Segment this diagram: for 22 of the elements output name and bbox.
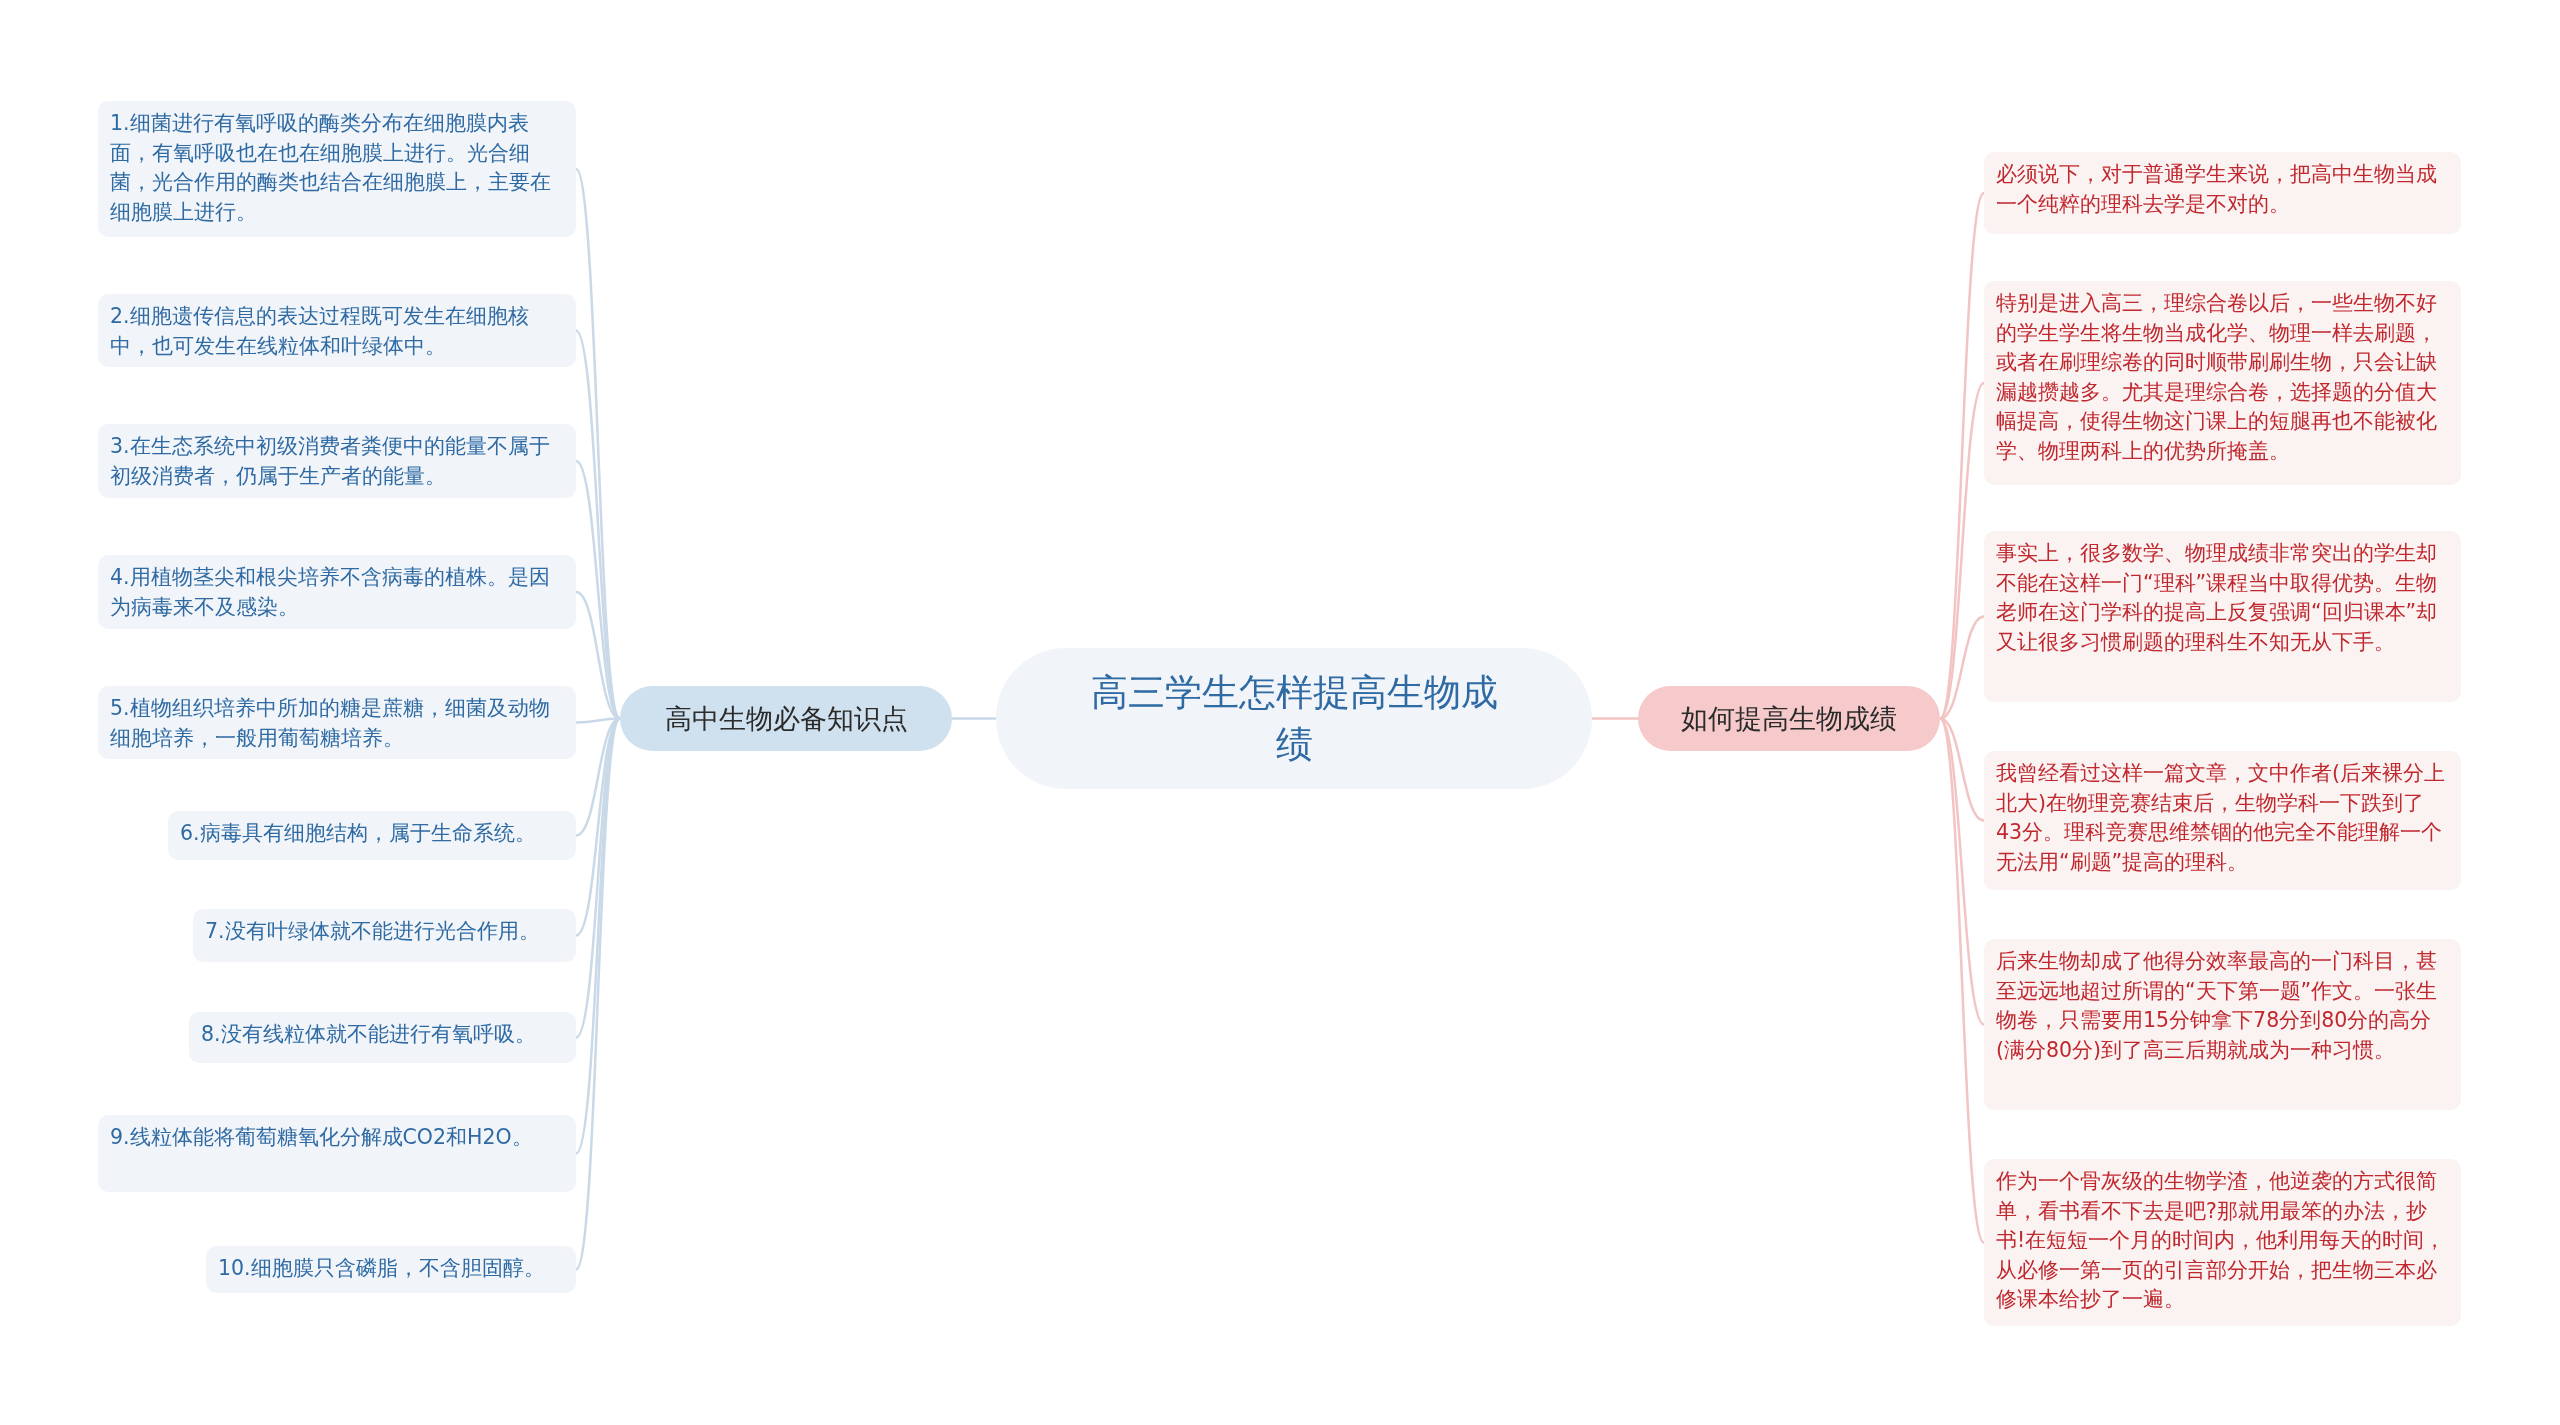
note-box: 7.没有叶绿体就不能进行光合作用。 (193, 909, 576, 962)
note-box: 3.在生态系统中初级消费者粪便中的能量不属于初级消费者，仍属于生产者的能量。 (98, 424, 576, 498)
connector-line (952, 717, 996, 720)
note-box: 必须说下，对于普通学生来说，把高中生物当成一个纯粹的理科去学是不对的。 (1984, 152, 2461, 234)
note-box: 特别是进入高三，理综合卷以后，一些生物不好的学生学生将生物当成化学、物理一样去刷题，或者在刷理综卷的同时顺带刷刷生物，只会让缺漏越攒越多。尤其是理综合卷，选择题的分值大幅提高，使得生物这门课上的短腿再也不能被化学、物理两科上的优势所掩盖。 (1984, 281, 2461, 485)
note-box: 1.细菌进行有氧呼吸的酶类分布在细胞膜内表面，有氧呼吸也在也在细胞膜上进行。光合细菌，光合作用的酶类也结合在细胞膜上，主要在细胞膜上进行。 (98, 101, 576, 237)
connector-line (1938, 717, 1986, 1244)
note-box: 8.没有线粒体就不能进行有氧呼吸。 (189, 1012, 576, 1063)
branch-topic: 如何提高生物成绩 (1638, 686, 1940, 751)
note-box: 6.病毒具有细胞结构，属于生命系统。 (168, 811, 576, 860)
central-topic: 高三学生怎样提高生物成绩 (996, 648, 1592, 789)
branch-topic: 高中生物必备知识点 (620, 686, 952, 751)
note-box: 2.细胞遗传信息的表达过程既可发生在细胞核中，也可发生在线粒体和叶绿体中。 (98, 294, 576, 367)
note-box: 事实上，很多数学、物理成绩非常突出的学生却不能在这样一门“理科”课程当中取得优势。生物老师在这门学科的提高上反复强调“回归课本”却又让很多习惯刷题的理科生不知无从下手。 (1984, 531, 2461, 702)
note-box: 4.用植物茎尖和根尖培养不含病毒的植株。是因为病毒来不及感染。 (98, 555, 576, 629)
note-box: 作为一个骨灰级的生物学渣，他逆袭的方式很简单，看书看不下去是吧?那就用最笨的办法，抄书!在短短一个月的时间内，他利用每天的时间，从必修一第一页的引言部分开始，把生物三本必修课本给抄了一遍。 (1984, 1159, 2461, 1326)
connector-line (1592, 717, 1638, 720)
note-box: 后来生物却成了他得分效率最高的一门科目，甚至远远地超过所谓的“天下第一题”作文。一张生物卷，只需要用15分钟拿下78分到80分的高分(满分80分)到了高三后期就成为一种习惯。 (1984, 939, 2461, 1110)
note-box: 5.植物组织培养中所加的糖是蔗糖，细菌及动物细胞培养，一般用葡萄糖培养。 (98, 686, 576, 759)
note-box: 9.线粒体能将葡萄糖氧化分解成CO2和H2O。 (98, 1115, 576, 1192)
note-box: 我曾经看过这样一篇文章，文中作者(后来裸分上北大)在物理竞赛结束后，生物学科一下跌到了43分。理科竞赛思维禁锢的他完全不能理解一个无法用“刷题”提高的理科。 (1984, 751, 2461, 890)
note-box: 10.细胞膜只含磷脂，不含胆固醇。 (206, 1246, 576, 1293)
